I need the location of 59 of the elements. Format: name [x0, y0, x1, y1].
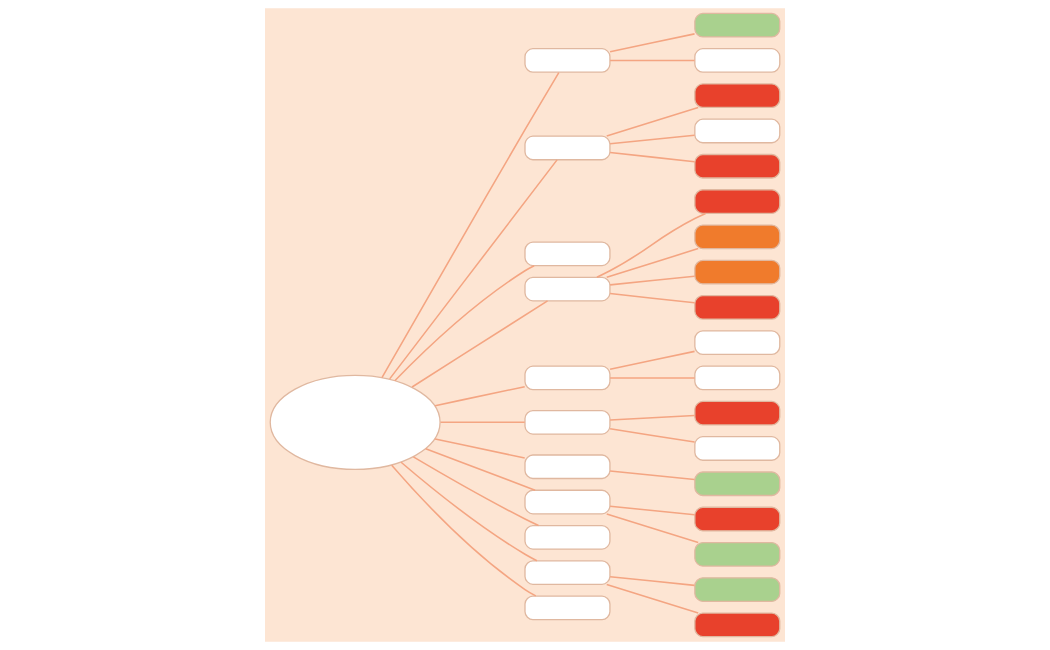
connector: [609, 470, 696, 481]
node-ellipse: [269, 374, 441, 471]
connector: [609, 576, 696, 587]
node-box: [524, 241, 611, 267]
connector: [394, 264, 535, 382]
connector: [605, 106, 699, 137]
node-box: [694, 189, 781, 214]
connector: [609, 428, 696, 443]
node-box: [524, 560, 611, 585]
node-box: [524, 489, 611, 515]
connector: [609, 377, 696, 379]
node-box: [694, 365, 781, 391]
connector: [605, 513, 699, 544]
node-box: [694, 400, 781, 426]
node-box: [524, 365, 611, 391]
node-box: [694, 541, 781, 567]
node-box: [694, 330, 781, 356]
node-box: [524, 48, 611, 73]
connector: [424, 447, 536, 491]
connector: [609, 134, 696, 145]
node-box: [694, 436, 781, 461]
node-box: [524, 524, 611, 550]
node-box: [694, 294, 781, 320]
node-box: [694, 506, 781, 532]
node-box: [524, 454, 611, 480]
connector: [605, 583, 699, 614]
connector: [609, 33, 696, 53]
node-box: [694, 83, 781, 109]
connector: [434, 438, 526, 459]
connector: [390, 464, 537, 597]
node-box: [694, 471, 781, 497]
connector: [412, 456, 540, 527]
connector: [609, 292, 696, 304]
node-box: [524, 409, 611, 435]
connector: [434, 385, 526, 407]
node-box: [694, 153, 781, 179]
connector: [609, 59, 696, 62]
node-box: [524, 135, 611, 161]
connector: [381, 71, 560, 379]
connector: [596, 212, 707, 278]
node-box: [694, 12, 781, 38]
connector: [609, 505, 696, 516]
connector: [411, 300, 549, 388]
connector: [609, 151, 696, 163]
node-box: [694, 577, 781, 602]
node-box: [694, 259, 781, 285]
node-box: [524, 276, 611, 302]
node-box: [694, 612, 781, 638]
node-box: [694, 48, 781, 73]
connector: [400, 461, 538, 562]
connector: [609, 275, 696, 286]
connector: [605, 247, 699, 278]
connector: [609, 414, 696, 421]
connector: [439, 421, 526, 424]
node-box: [694, 118, 781, 144]
connector: [388, 159, 558, 380]
node-box: [524, 595, 611, 621]
connector: [609, 350, 696, 370]
node-box: [694, 224, 781, 250]
